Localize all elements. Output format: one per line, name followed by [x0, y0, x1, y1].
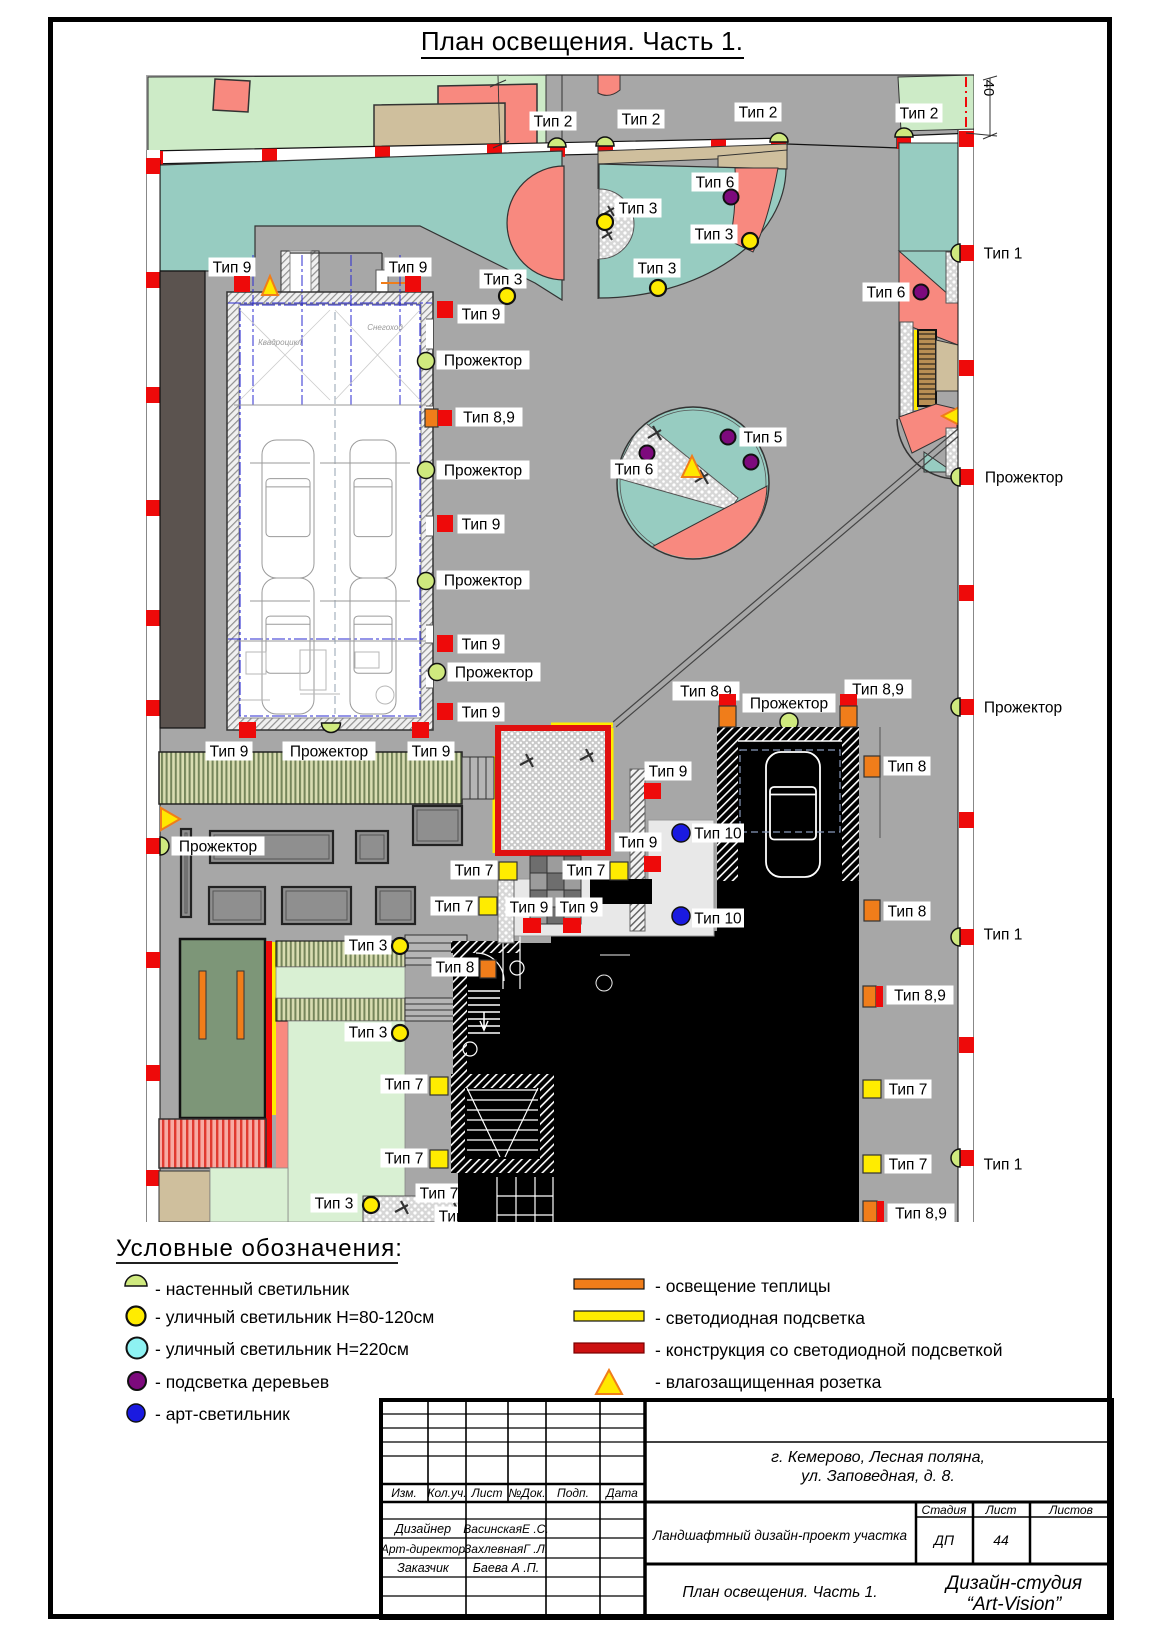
svg-text:Прожектор: Прожектор [455, 665, 533, 682]
svg-text:Стадия: Стадия [922, 1503, 968, 1517]
svg-text:Дата: Дата [604, 1486, 638, 1500]
svg-text:- освещение теплицы: - освещение теплицы [655, 1276, 831, 1296]
svg-text:Листов: Листов [1048, 1503, 1093, 1517]
svg-text:Изм.: Изм. [391, 1486, 417, 1500]
svg-text:Тип 10: Тип 10 [694, 911, 742, 928]
svg-text:Тип 7: Тип 7 [889, 1157, 928, 1174]
svg-text:Тип 1: Тип 1 [984, 927, 1023, 944]
svg-text:ЗахлевнаяГ .Л.: ЗахлевнаяГ .Л. [464, 1542, 548, 1556]
svg-text:Тип 3: Тип 3 [695, 227, 734, 244]
svg-text:Лист: Лист [985, 1503, 1017, 1517]
svg-text:- подсветка деревьев: - подсветка деревьев [155, 1372, 329, 1392]
svg-text:Тип 9: Тип 9 [210, 744, 249, 761]
svg-text:Тип 9: Тип 9 [462, 705, 501, 722]
svg-text:Тип 8: Тип 8 [888, 904, 927, 921]
svg-text:Тип 9: Тип 9 [462, 307, 501, 324]
svg-text:Тип 3: Тип 3 [484, 272, 523, 289]
svg-text:Кол.уч.: Кол.уч. [427, 1486, 466, 1500]
svg-text:Тип 9: Тип 9 [510, 900, 549, 917]
svg-text:Тип 7: Тип 7 [435, 899, 474, 916]
svg-text:- влагозащищенная розетка: - влагозащищенная розетка [655, 1372, 882, 1392]
svg-text:Тип 9: Тип 9 [462, 637, 501, 654]
svg-text:Прожектор: Прожектор [984, 700, 1062, 717]
svg-text:Тип 8,9: Тип 8,9 [895, 1206, 947, 1223]
svg-text:Тип 9: Тип 9 [649, 764, 688, 781]
svg-text:44: 44 [993, 1532, 1009, 1548]
svg-text:Тип 3: Тип 3 [619, 201, 658, 218]
svg-text:Тип 7: Тип 7 [385, 1077, 424, 1094]
svg-text:План освещения. Часть 1.: План освещения. Часть 1. [682, 1584, 877, 1601]
svg-text:Тип 7: Тип 7 [455, 863, 494, 880]
svg-text:Дизайн-студия: Дизайн-студия [944, 1573, 1082, 1594]
svg-text:Арт-директор: Арт-директор [380, 1542, 466, 1556]
svg-text:Прожектор: Прожектор [750, 696, 828, 713]
svg-text:“Art-Vision”: “Art-Vision” [967, 1594, 1063, 1615]
svg-text:- светодиодная подсветка: - светодиодная подсветка [655, 1308, 865, 1328]
svg-text:Тип 3: Тип 3 [315, 1196, 354, 1213]
svg-text:Тип 6: Тип 6 [615, 462, 654, 479]
svg-text:Тип 7: Тип 7 [420, 1186, 459, 1203]
svg-text:Ландшафтный дизайн-проект учас: Ландшафтный дизайн-проект участка [652, 1528, 908, 1543]
svg-text:Баева А .П.: Баева А .П. [473, 1561, 540, 1575]
svg-text:Тип 3: Тип 3 [349, 938, 388, 955]
svg-text:г. Кемерово, Лесная поляна,: г. Кемерово, Лесная поляна, [771, 1449, 985, 1466]
svg-text:Тип 7: Тип 7 [889, 1082, 928, 1099]
svg-text:Тип 2: Тип 2 [739, 105, 778, 122]
svg-text:Тип 3: Тип 3 [349, 1025, 388, 1042]
svg-text:Заказчик: Заказчик [397, 1561, 450, 1575]
svg-text:Тип 1: Тип 1 [984, 246, 1023, 263]
svg-text:Тип 9: Тип 9 [412, 744, 451, 761]
svg-text:- уличный светильник Н=220см: - уличный светильник Н=220см [155, 1339, 409, 1359]
svg-text:40: 40 [980, 80, 997, 97]
svg-text:Снегоход: Снегоход [367, 323, 403, 332]
svg-text:Тип 9: Тип 9 [389, 260, 428, 277]
svg-text:ул. Заповедная, д. 8.: ул. Заповедная, д. 8. [800, 1468, 955, 1485]
svg-text:Прожектор: Прожектор [290, 744, 368, 761]
svg-text:Тип 2: Тип 2 [534, 114, 573, 131]
svg-text:Прожектор: Прожектор [444, 463, 522, 480]
svg-text:Тип 7: Тип 7 [567, 863, 606, 880]
svg-text:Прожектор: Прожектор [444, 353, 522, 370]
svg-text:Тип 8,9: Тип 8,9 [852, 682, 904, 699]
svg-text:Дизайнер: Дизайнер [393, 1522, 451, 1536]
svg-text:Тип 6: Тип 6 [696, 175, 735, 192]
svg-text:Тип 8,9: Тип 8,9 [680, 684, 732, 701]
svg-text:Тип 8: Тип 8 [888, 759, 927, 776]
svg-text:Тип 8,9: Тип 8,9 [894, 988, 946, 1005]
svg-text:План освещения. Часть 1.: План освещения. Часть 1. [421, 26, 743, 56]
svg-text:Условные обозначения:: Условные обозначения: [116, 1235, 403, 1262]
svg-text:ВасинскаяЕ .С.: ВасинскаяЕ .С. [463, 1522, 548, 1536]
svg-text:Лист: Лист [471, 1486, 503, 1500]
svg-text:Тип 5: Тип 5 [744, 430, 783, 447]
svg-text:Тип 9: Тип 9 [462, 517, 501, 534]
svg-text:Квадроцикл: Квадроцикл [258, 338, 302, 347]
svg-text:Тип 6: Тип 6 [867, 285, 906, 302]
svg-text:- арт-светильник: - арт-светильник [155, 1404, 290, 1424]
svg-text:№Док.: №Док. [508, 1486, 545, 1500]
svg-text:Тип 7: Тип 7 [385, 1151, 424, 1168]
svg-text:Тип 9: Тип 9 [560, 900, 599, 917]
svg-text:Прожектор: Прожектор [444, 573, 522, 590]
svg-text:- настенный светильник: - настенный светильник [155, 1279, 349, 1299]
svg-text:Прожектор: Прожектор [179, 839, 257, 856]
svg-text:Тип 8: Тип 8 [436, 960, 475, 977]
svg-text:Тип 10: Тип 10 [694, 826, 742, 843]
svg-text:Подп.: Подп. [557, 1486, 589, 1500]
svg-text:ДП: ДП [932, 1532, 955, 1548]
svg-text:Тип 3: Тип 3 [638, 261, 677, 278]
svg-text:Тип 8,9: Тип 8,9 [463, 410, 515, 427]
svg-text:Тип 9: Тип 9 [213, 260, 252, 277]
svg-text:Тип 1: Тип 1 [984, 1157, 1023, 1174]
svg-text:- уличный светильник Н=80-120с: - уличный светильник Н=80-120см [155, 1307, 434, 1327]
svg-text:Тип 2: Тип 2 [900, 106, 939, 123]
svg-text:Тип 9: Тип 9 [619, 835, 658, 852]
svg-text:- конструкция со светодиодной: - конструкция со светодиодной подсветкой [655, 1340, 1003, 1360]
svg-text:Тип 2: Тип 2 [622, 112, 661, 129]
svg-text:Прожектор: Прожектор [985, 470, 1063, 487]
